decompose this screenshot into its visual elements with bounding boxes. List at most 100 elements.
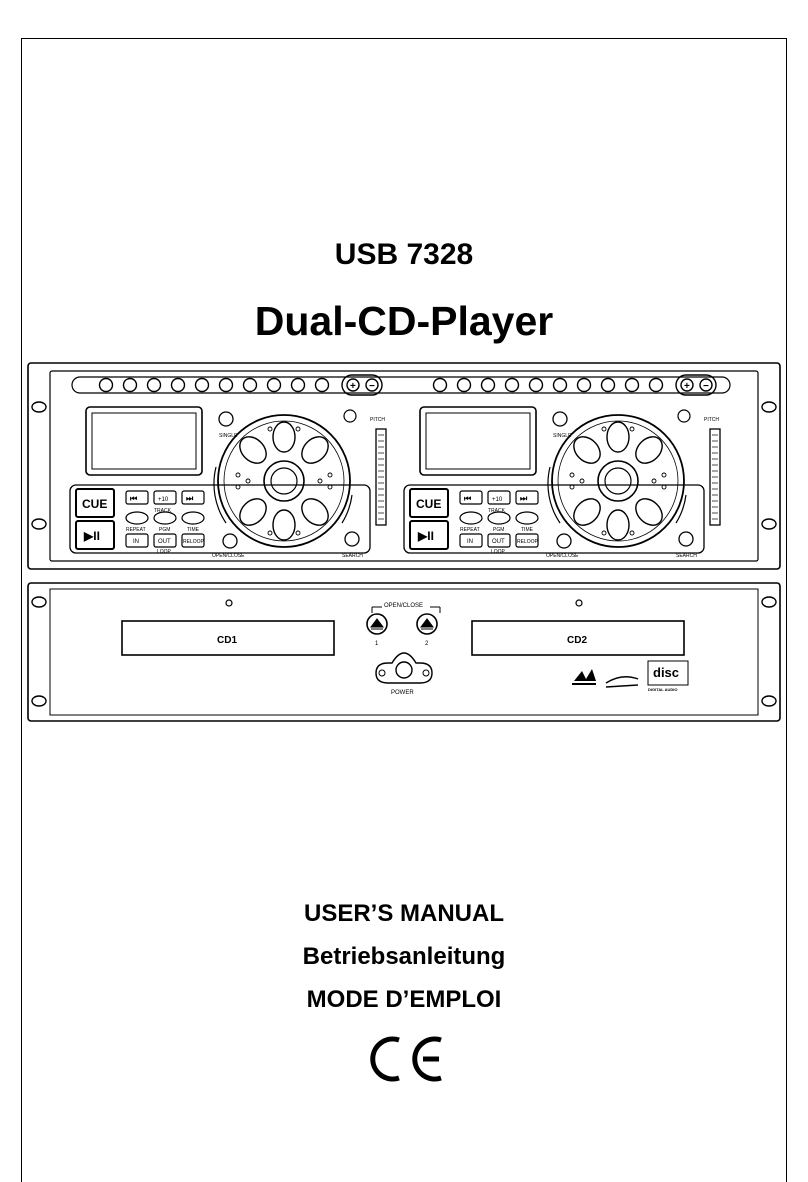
loop-label: LOOP (157, 549, 172, 555)
model-number: USB 7328 (334, 238, 474, 271)
pitch-label: PITCH (704, 417, 719, 423)
deck-left: SINGLE SEARCH PITCH (69, 406, 387, 559)
svg-text:⏭: ⏭ (520, 494, 528, 503)
display-left (85, 406, 203, 476)
power-button (375, 652, 433, 684)
pitch-button-left (343, 409, 357, 423)
disc-logo-text: disc (653, 665, 679, 680)
play-pause-button-right (409, 520, 449, 550)
reloop-label: RELOOP (517, 539, 539, 545)
pitch-fader-left (375, 428, 387, 526)
play-pause-label: ▶II (83, 529, 100, 543)
player-illustration: + − + − SINGLE (27, 362, 781, 722)
transport-block-left (69, 484, 371, 554)
track-skip-button-left (153, 490, 177, 505)
eject-button-1 (366, 613, 388, 635)
rack-hole-icon (31, 518, 47, 530)
single-label: SINGLE (553, 433, 572, 439)
display-right-inner (425, 412, 531, 470)
display-right (419, 406, 537, 476)
eject-button-2 (416, 613, 438, 635)
in-label: IN (133, 539, 139, 545)
cue-label: CUE (416, 497, 441, 511)
cue-buttons-right (432, 377, 664, 393)
cue-button-left (75, 488, 115, 518)
pgm-button-right (487, 511, 511, 525)
rack-hole-icon (31, 596, 47, 608)
manual-title-fr: MODE D’EMPLOI (306, 986, 502, 1013)
single-button-right (552, 411, 568, 427)
track-prev-button-left (125, 490, 149, 505)
play-pause-button-left (75, 520, 115, 550)
search-label: SEARCH (676, 553, 697, 559)
track-label: TRACK (488, 508, 506, 514)
manual-title-de: Betriebsanleitung (302, 943, 506, 970)
plus-label: + (684, 381, 690, 392)
track-next-button-right (515, 490, 539, 505)
reloop-label: RELOOP (183, 539, 205, 545)
cue-button-right (409, 488, 449, 518)
reloop-button-left (181, 533, 205, 548)
pgm-label: PGM (493, 527, 504, 533)
search-button-left (344, 531, 360, 547)
eject-icon (370, 618, 384, 630)
pitch-button-right (677, 409, 691, 423)
skip-label: +10 (158, 497, 169, 503)
cd-slot-1 (121, 620, 335, 656)
ce-mark-icon (370, 1036, 442, 1082)
open-close-button-left (222, 533, 238, 549)
led-indicator-1 (225, 599, 233, 607)
single-label: SINGLE (219, 433, 238, 439)
open-close-button-right (556, 533, 572, 549)
rack-hole-icon (761, 518, 777, 530)
seamless-loop-logo (605, 676, 639, 688)
play-pause-label: ▶II (417, 529, 434, 543)
led-indicator-2 (575, 599, 583, 607)
pitch-label: PITCH (370, 417, 385, 423)
open-close-label: OPEN/CLOSE (212, 553, 245, 559)
anti-shock-logo (572, 669, 596, 685)
pgm-label: PGM (159, 527, 170, 533)
pitch-bend-buttons-left (341, 374, 383, 396)
rack-hole-icon (31, 695, 47, 707)
cd-slot-2 (471, 620, 685, 656)
manual-title-en: USER’S MANUAL (303, 900, 504, 927)
time-label: TIME (187, 527, 200, 533)
disc-logo (647, 660, 689, 686)
svg-text:⏮: ⏮ (464, 494, 471, 503)
minus-label: − (369, 381, 375, 392)
loop-in-button-right (459, 533, 483, 548)
repeat-button-right (459, 511, 483, 525)
cue-strip (71, 376, 731, 394)
loop-out-button-right (487, 533, 511, 548)
tray2-label: 2 (425, 641, 429, 647)
track-prev-button-right (459, 490, 483, 505)
plus-label: + (350, 381, 356, 392)
open-close-label: OPEN/CLOSE (384, 603, 423, 609)
reloop-button-right (515, 533, 539, 548)
product-title: Dual-CD-Player (254, 298, 554, 344)
search-button-right (678, 531, 694, 547)
track-next-button-left (181, 490, 205, 505)
rack-hole-icon (761, 401, 777, 413)
minus-label: − (703, 381, 709, 392)
time-button-left (181, 511, 205, 525)
cue-label: CUE (82, 497, 107, 511)
jog-wheel-left (217, 414, 351, 548)
search-label: SEARCH (342, 553, 363, 559)
time-button-right (515, 511, 539, 525)
control-inner-panel (49, 370, 759, 562)
pgm-button-left (153, 511, 177, 525)
out-label: OUT (158, 539, 171, 545)
loop-in-button-left (125, 533, 149, 548)
display-left-inner (91, 412, 197, 470)
svg-text:⏭: ⏭ (186, 494, 194, 503)
drive-unit-panel (27, 582, 781, 722)
rack-hole-icon (761, 695, 777, 707)
rack-hole-icon (761, 596, 777, 608)
tray1-label: 1 (375, 641, 379, 647)
svg-text:⏮: ⏮ (130, 494, 137, 503)
repeat-button-left (125, 511, 149, 525)
skip-label: +10 (492, 497, 503, 503)
power-label: POWER (391, 690, 414, 696)
